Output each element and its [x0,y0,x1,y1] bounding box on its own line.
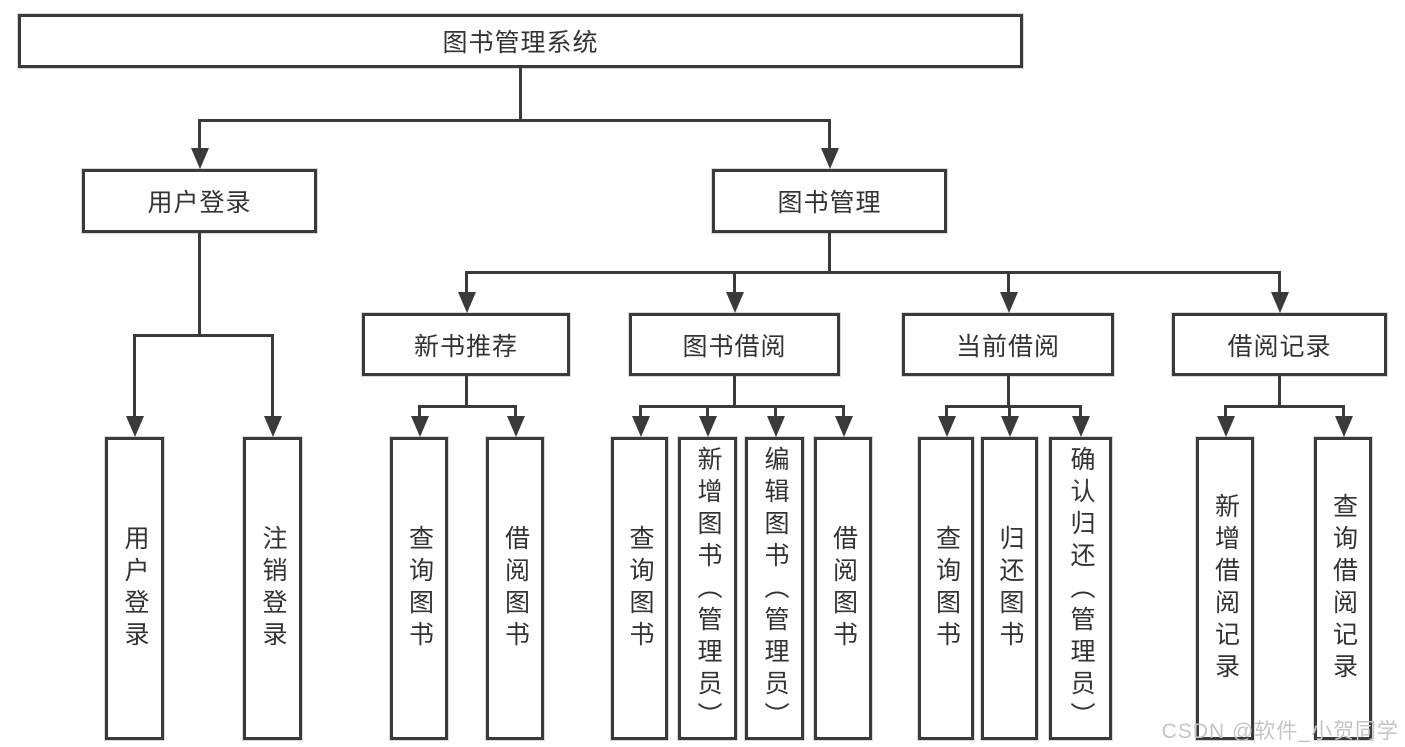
connector-line [733,271,736,295]
connector-line [1007,271,1010,295]
arrow-down-icon [411,416,429,437]
connector-line [639,405,642,419]
arrow-down-icon [1271,292,1289,313]
node-leaf-query-books-recommend: 查询图书 [390,437,448,740]
connector-line [828,119,831,151]
connector-line [198,231,201,336]
connector-line [418,405,517,408]
connector-line [271,334,274,418]
connector-line [1008,405,1011,419]
arrow-down-icon [1335,416,1353,437]
connector-line [828,231,831,273]
arrow-down-icon [458,292,476,313]
connector-line [465,374,468,407]
connector-line [198,119,831,122]
arrow-down-icon [1217,416,1235,437]
connector-line [945,405,948,419]
node-leaf-query-books-current: 查询图书 [918,437,974,740]
arrow-down-icon [821,148,839,169]
arrow-down-icon [726,292,744,313]
node-user-login: 用户登录 [82,169,317,233]
node-leaf-user-login: 用户登录 [105,437,164,740]
connector-line [465,271,1281,274]
node-leaf-confirm-return-admin: 确认归还（管理员） [1049,437,1112,740]
connector-line [133,334,274,337]
node-leaf-return-books: 归还图书 [981,437,1038,740]
connector-line [1224,405,1345,408]
arrow-down-icon [1072,416,1090,437]
connector-line [842,405,845,419]
arrow-down-icon [1000,292,1018,313]
node-new-book-recommendation: 新书推荐 [362,313,570,376]
connector-line [1342,405,1345,419]
connector-line [774,405,777,419]
node-book-management: 图书管理 [712,169,947,233]
arrow-down-icon [1001,416,1019,437]
node-current-borrowing: 当前借阅 [902,313,1114,376]
arrow-down-icon [767,416,785,437]
node-leaf-add-books-admin: 新增图书（管理员） [678,437,737,740]
node-leaf-logout: 注销登录 [243,437,302,740]
connector-line [133,334,136,418]
arrow-down-icon [835,416,853,437]
node-borrowing-records: 借阅记录 [1172,313,1387,376]
csdn-watermark: CSDN @软件_小贺同学 [1161,720,1399,743]
connector-line [465,271,468,295]
connector-line [706,405,709,419]
connector-line [1079,405,1082,419]
node-leaf-query-books-borrowing: 查询图书 [611,437,668,740]
node-leaf-edit-books-admin: 编辑图书（管理员） [745,437,804,740]
connector-line [514,405,517,419]
arrow-down-icon [126,416,144,437]
node-leaf-add-borrow-record: 新增借阅记录 [1196,437,1254,740]
node-book-borrowing: 图书借阅 [629,313,840,376]
node-library-system: 图书管理系统 [18,14,1023,68]
arrow-down-icon [264,416,282,437]
arrow-down-icon [191,148,209,169]
connector-line [1278,271,1281,295]
node-leaf-query-borrow-record: 查询借阅记录 [1314,437,1372,740]
connector-line [519,66,522,120]
connector-line [1007,374,1010,407]
arrow-down-icon [938,416,956,437]
connector-line [945,405,1082,408]
connector-line [1278,374,1281,407]
node-leaf-borrow-books-recommend: 借阅图书 [486,437,544,740]
connector-line [733,374,736,407]
connector-line [639,405,845,408]
connector-line [198,119,201,151]
arrow-down-icon [632,416,650,437]
arrow-down-icon [699,416,717,437]
connector-line [1224,405,1227,419]
arrow-down-icon [507,416,525,437]
connector-line [418,405,421,419]
node-leaf-borrow-books: 借阅图书 [814,437,872,740]
